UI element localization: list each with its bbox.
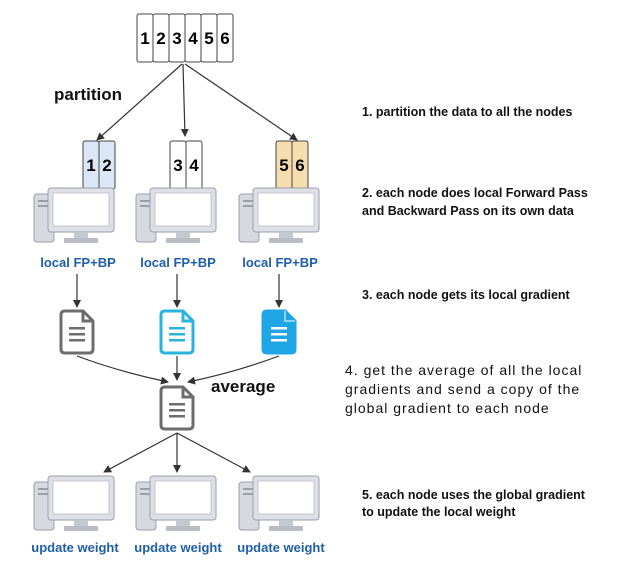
node2-update-label: update weight (134, 540, 222, 555)
node3-fpbp-label: local FP+BP (242, 255, 318, 270)
step4-text-line1: 4. get the average of all the local (345, 362, 583, 378)
data-block-label: 2 (156, 29, 165, 48)
document-icon (261, 309, 297, 355)
computer-icon (135, 187, 217, 244)
step1-text: 1. partition the data to all the nodes (362, 105, 573, 119)
step5-text-line2: to update the local weight (362, 505, 516, 519)
step2-text-line2: and Backward Pass on its own data (362, 204, 574, 218)
document-icon (159, 309, 195, 355)
arrow-average-node3 (176, 432, 251, 473)
node1-fpbp-label: local FP+BP (40, 255, 116, 270)
step3-text: 3. each node gets its local gradient (362, 288, 570, 302)
arrow-gradient3-average (187, 355, 280, 385)
arrow-partition-node3 (184, 63, 298, 141)
computer-icon (238, 187, 320, 244)
data-block-label: 5 (279, 156, 288, 175)
data-block-label: 4 (189, 156, 199, 175)
data-block-label: 2 (102, 156, 111, 175)
data-block-label: 1 (140, 29, 149, 48)
partition-label: partition (54, 85, 122, 104)
computer-icon (238, 475, 320, 532)
computer-icon (33, 475, 115, 532)
computer-icon (135, 475, 217, 532)
step4-text-line2: gradients and send a copy of the (345, 381, 581, 397)
data-block-label: 6 (295, 156, 304, 175)
data-block (216, 13, 234, 63)
arrow-partition-node2 (180, 63, 189, 137)
document-icon (159, 385, 195, 431)
step4-text-line3: global gradient to each node (345, 400, 550, 416)
data-block-label: 3 (173, 156, 182, 175)
data-block-label: 3 (172, 29, 181, 48)
computer-icon (33, 187, 115, 244)
data-block-label: 6 (220, 29, 229, 48)
step2-text-line1: 2. each node does local Forward Pass (362, 186, 588, 200)
document-icon (59, 309, 95, 355)
data-block-label: 4 (188, 29, 198, 48)
node1-update-label: update weight (31, 540, 119, 555)
step5-text-line1: 5. each node uses the global gradient (362, 488, 585, 502)
data-block-label: 5 (204, 29, 213, 48)
average-label: average (211, 377, 275, 396)
arrow-partition-node1 (96, 63, 183, 141)
node2-fpbp-label: local FP+BP (140, 255, 216, 270)
node3-update-label: update weight (237, 540, 325, 555)
arrow-gradient1-average (76, 355, 169, 385)
arrow-average-node1 (103, 432, 178, 473)
data-block-label: 1 (86, 156, 95, 175)
